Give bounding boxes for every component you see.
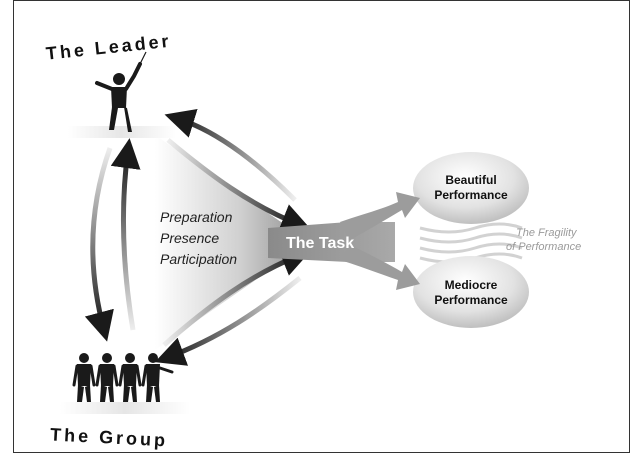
fragility-line-2: of Performance <box>506 241 581 253</box>
arrow-to-mediocre <box>340 245 420 290</box>
arrow-group-to-leader <box>110 138 141 331</box>
beautiful-label: Beautiful <box>445 173 496 187</box>
arrow-task-to-leader <box>164 108 297 202</box>
arrow-leader-to-group <box>84 147 114 342</box>
mediocre-label: Mediocre <box>445 278 498 292</box>
arrow-group-to-task <box>162 247 312 347</box>
leader-platform <box>68 126 176 138</box>
pillar-presence: Presence <box>160 230 219 246</box>
pillar-preparation: Preparation <box>160 209 233 225</box>
pillar-participation: Participation <box>160 251 237 267</box>
beautiful-performance-oval <box>413 152 529 224</box>
conductor-icon <box>95 51 147 132</box>
group-platform <box>60 402 190 414</box>
arrow-task-to-group <box>154 276 302 366</box>
mediocre-performance-label: Performance <box>434 293 508 307</box>
arrow-to-beautiful <box>340 192 420 240</box>
mediocre-performance-oval <box>413 256 529 328</box>
beautiful-performance-label: Performance <box>434 188 508 202</box>
fragility-line-1: The Fragility <box>516 227 578 239</box>
task-label: The Task <box>286 235 354 252</box>
group-title: The Group <box>50 424 169 450</box>
group-of-people-icon <box>72 353 174 402</box>
arrow-leader-to-task <box>166 138 312 233</box>
leader-title: The Leader <box>45 31 172 64</box>
task-triangle <box>155 135 310 350</box>
